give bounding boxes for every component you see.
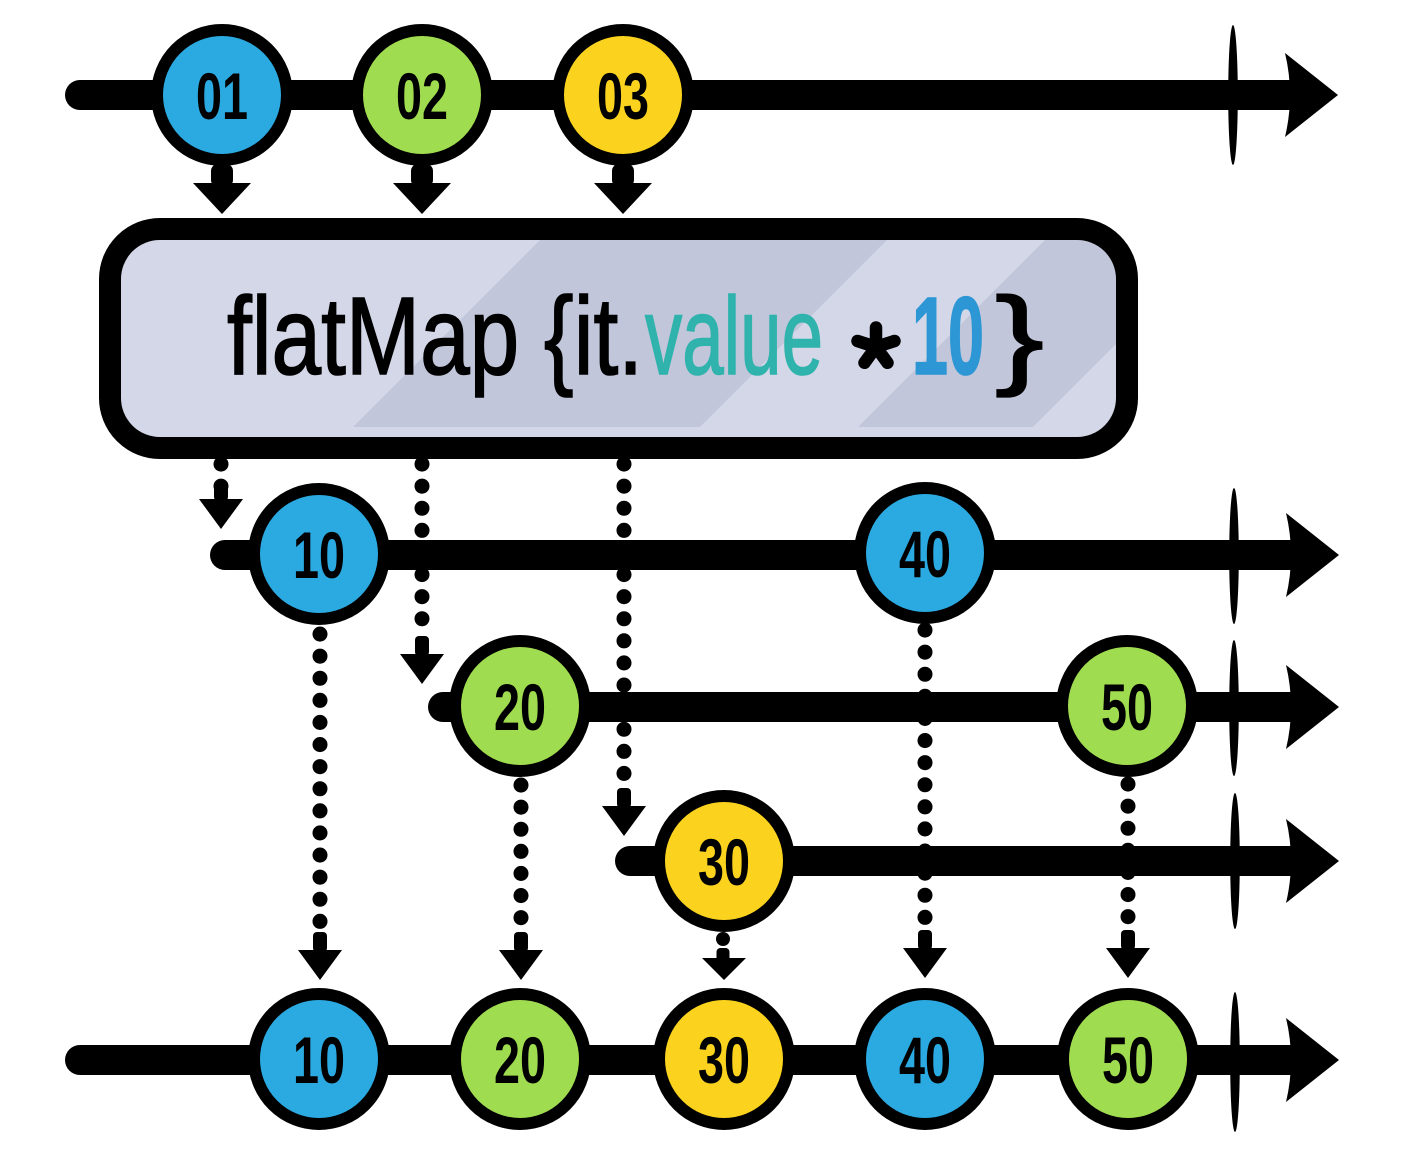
svg-text:20: 20	[494, 1023, 546, 1097]
svg-text:40: 40	[899, 517, 951, 591]
svg-text:50: 50	[1101, 670, 1153, 744]
svg-text:10: 10	[293, 1023, 345, 1097]
svg-text:}: }	[995, 275, 1044, 398]
svg-text:30: 30	[698, 825, 750, 899]
svg-text:value: value	[645, 275, 823, 398]
svg-text:10: 10	[912, 275, 984, 398]
svg-text:20: 20	[494, 670, 546, 744]
svg-text:50: 50	[1102, 1023, 1154, 1097]
svg-text:02: 02	[396, 59, 448, 133]
svg-text:flatMap {it.: flatMap {it.	[227, 275, 643, 398]
svg-text:03: 03	[597, 59, 649, 133]
svg-text:40: 40	[899, 1023, 951, 1097]
svg-text:30: 30	[698, 1023, 750, 1097]
svg-text:01: 01	[196, 59, 248, 133]
svg-text:10: 10	[293, 518, 345, 592]
